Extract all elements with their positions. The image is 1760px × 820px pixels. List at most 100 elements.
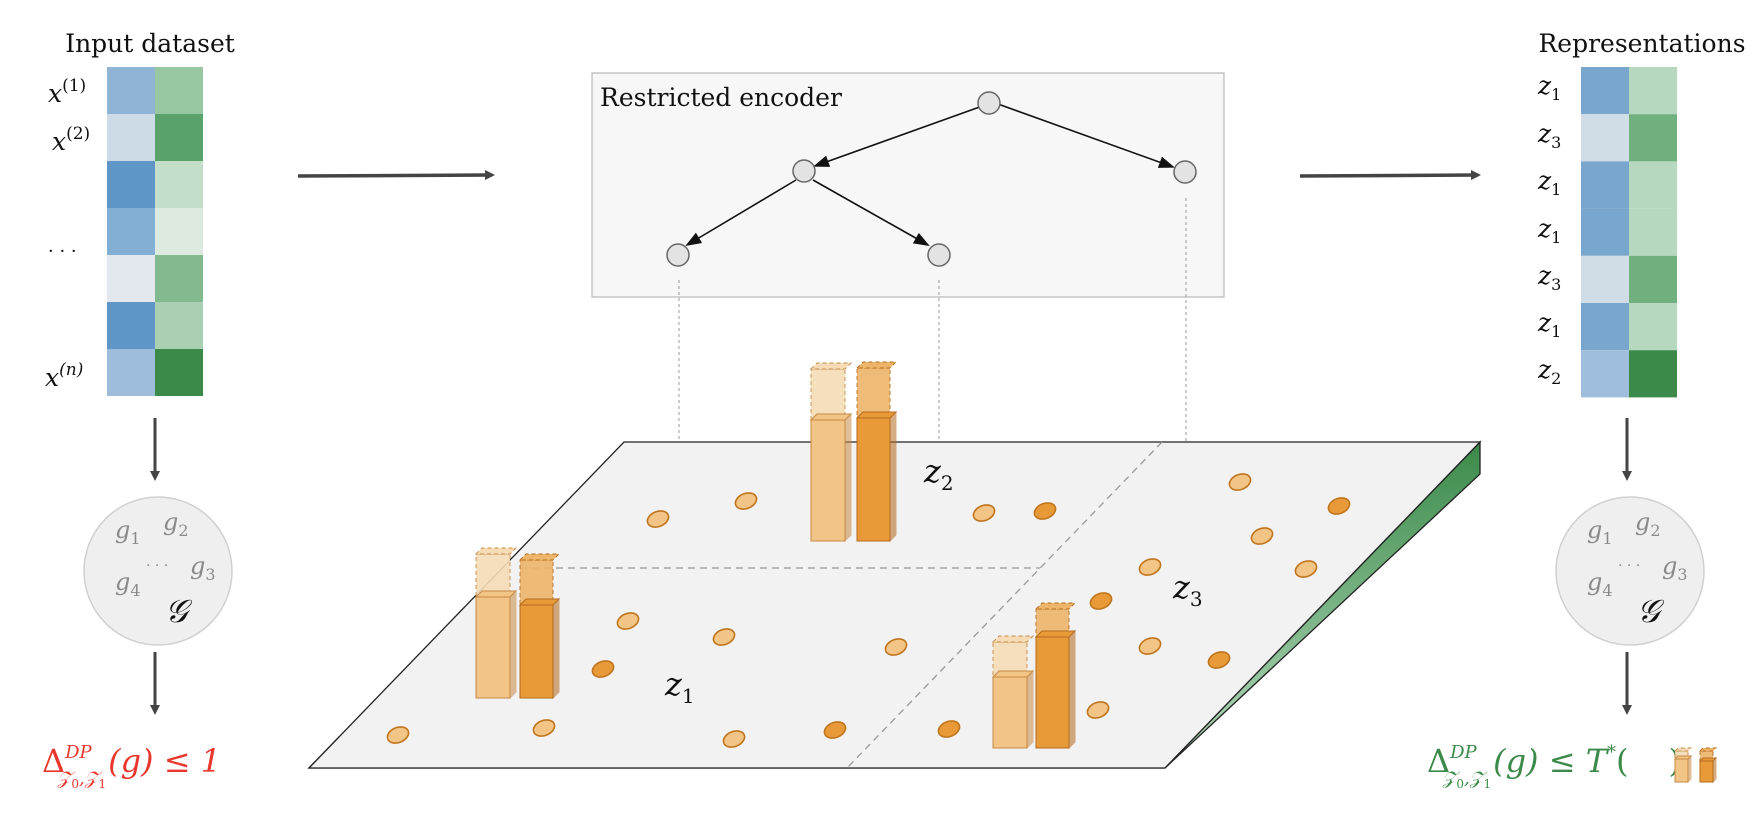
bar-ghost-top (1698, 747, 1718, 752)
tree-leaf-z3 (1173, 160, 1197, 184)
arrow-to-representations (1299, 170, 1481, 181)
g4-label: g4 (115, 568, 141, 600)
data-point (823, 721, 847, 739)
decision-tree (666, 91, 1197, 267)
data-point (1327, 497, 1351, 515)
latent-plane (307, 440, 1482, 769)
rep-row-label: z3 (1537, 119, 1561, 152)
histogram-bar (518, 553, 561, 700)
matrix-cell-green (155, 67, 203, 114)
data-point (646, 510, 670, 528)
histogram-bar (1673, 747, 1693, 784)
matrix-cell-blue (107, 161, 155, 208)
tree-edge-left-right (812, 179, 930, 246)
rep-row-label: z2 (1537, 355, 1561, 388)
bar-ghost-top (1034, 602, 1077, 610)
tree-leaf-z1 (666, 243, 690, 267)
bar-front (856, 417, 891, 542)
matrix-cell-green (1629, 114, 1677, 162)
rep-row-label: z1 (1537, 308, 1561, 341)
data-point (722, 730, 746, 748)
histogram-bar (809, 362, 853, 543)
g4-label: g4 (1587, 568, 1613, 600)
input-dataset-title: Input dataset (65, 29, 235, 58)
data-point (884, 638, 908, 656)
bar-top (474, 590, 518, 598)
rep-row-label: z3 (1537, 261, 1561, 294)
histogram-bar (1034, 602, 1077, 750)
matrix-cell-blue (1581, 161, 1629, 209)
matrix-cell-green (155, 255, 203, 302)
matrix-cell-green (1629, 255, 1677, 303)
data-point (532, 719, 556, 737)
bar-side (1068, 629, 1076, 750)
matrix-cell-green (155, 208, 203, 255)
g3-label: g3 (1662, 552, 1688, 584)
data-point (1138, 558, 1162, 576)
data-point (1086, 701, 1110, 719)
encoder-box (591, 72, 1225, 298)
right-group-circle: g1 g2 · · · g3 g4 𝒢 (1555, 496, 1705, 646)
bar-ghost-top (1673, 747, 1693, 752)
bar-top (518, 598, 561, 606)
data-point (972, 504, 996, 522)
encoder-title: Restricted encoder (600, 83, 842, 112)
left-group-circle: g1 g2 · · · g3 g4 𝒢 (83, 496, 233, 646)
data-point (386, 726, 410, 744)
bar-front (475, 596, 511, 699)
group-dots: · · · (146, 558, 168, 574)
bar-top (991, 670, 1035, 678)
bar-side (889, 410, 897, 543)
matrix-cell-blue (1581, 303, 1629, 351)
data-point (1089, 592, 1113, 610)
tree-node-root (977, 91, 1001, 115)
arrow-to-encoder (297, 170, 495, 181)
matrix-cell-green (1629, 161, 1677, 209)
group-circle (1555, 496, 1705, 646)
g1-label: g1 (115, 516, 141, 548)
rep-row-label: z1 (1537, 166, 1561, 199)
matrix-cell-green (155, 161, 203, 208)
bar-side (1687, 754, 1692, 784)
bar-side (509, 589, 517, 700)
matrix-cell-green (155, 302, 203, 349)
matrix-cell-blue (1581, 67, 1629, 115)
tree-leaf-z2 (927, 243, 951, 267)
bar-front (992, 676, 1028, 749)
matrix-cell-green (1629, 67, 1677, 115)
bar-ghost-top (809, 362, 853, 370)
matrix-cell-green (1629, 303, 1677, 351)
data-point (937, 720, 961, 738)
tree-edge-root-left (813, 103, 989, 167)
row-label-dots: · · · (48, 241, 77, 262)
bar-front (519, 604, 554, 699)
data-point (1138, 637, 1162, 655)
bar-ghost-top (518, 553, 561, 561)
data-point (616, 612, 640, 630)
bar-ghost-top (991, 635, 1035, 643)
matrix-cell-green (155, 349, 203, 396)
data-point (1033, 502, 1057, 520)
matrix-cell-blue (107, 255, 155, 302)
matrix-cell-green (155, 114, 203, 161)
data-point (1228, 473, 1252, 491)
bar-front (1035, 636, 1070, 749)
bar-ghost (810, 368, 846, 421)
tree-node-internal (792, 159, 816, 183)
histogram-bar (1698, 747, 1718, 784)
histogram-bars (474, 361, 1077, 750)
bar-ghost-top (474, 547, 518, 555)
histogram-bar (474, 547, 518, 700)
input-matrix (107, 67, 203, 396)
matrix-cell-blue (1581, 114, 1629, 162)
matrix-cell-blue (107, 302, 155, 349)
data-point (1294, 560, 1318, 578)
plane-partition-diagonal (846, 441, 1163, 769)
data-point (1207, 651, 1231, 669)
rep-row-label: z1 (1537, 214, 1561, 247)
representations-title: Representations (1538, 29, 1745, 58)
row-label-xn: x(n) (45, 360, 83, 392)
